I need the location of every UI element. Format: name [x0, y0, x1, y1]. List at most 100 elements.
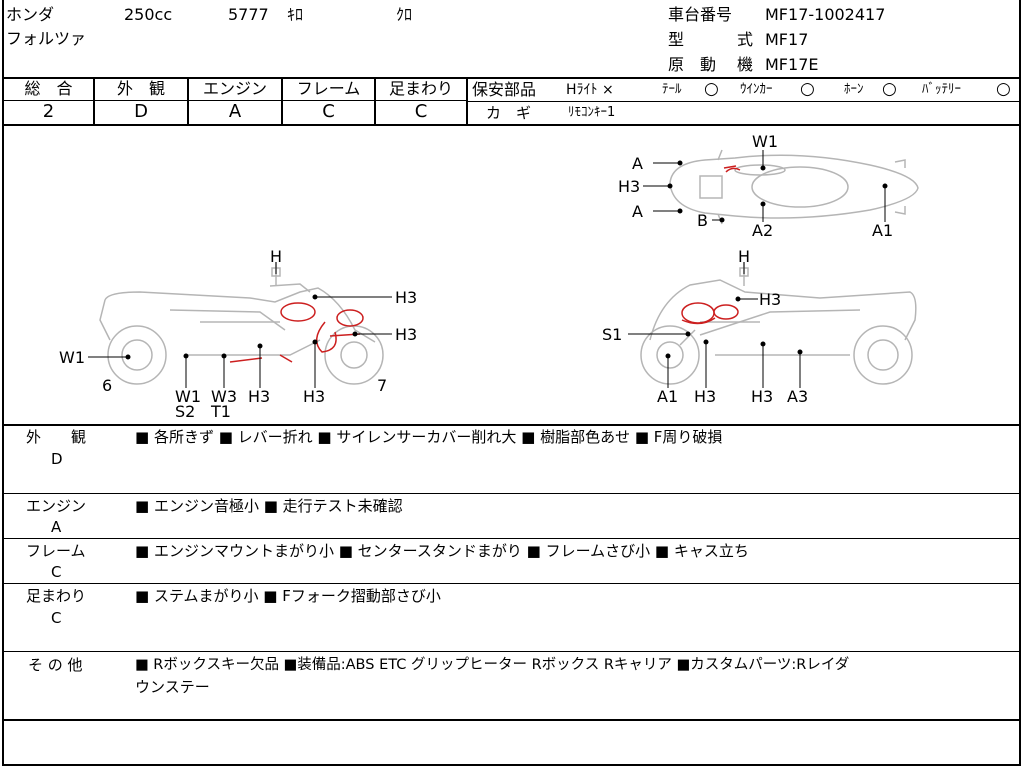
tail-ok-mark: ○ — [704, 79, 719, 99]
label-left-t1: T1 — [211, 402, 231, 421]
remark-other-text-2: ウンステー — [135, 678, 210, 696]
label-right-h3: H3 — [759, 290, 782, 309]
remarks-rule-1 — [2, 493, 1021, 494]
remarks-rule-3 — [2, 583, 1021, 584]
engine-grade: A — [228, 101, 242, 122]
exterior-label: 外 観 — [116, 79, 165, 98]
top-view-damage — [723, 165, 741, 173]
remark-exterior-grade: D — [51, 450, 63, 468]
left-view-damage — [229, 302, 364, 363]
remark-engine-text: ■ エンジン音極小 ■ 走行テスト未確認 — [135, 497, 403, 515]
label-top-h3: H3 — [618, 177, 641, 196]
remark-exterior-text: ■ 各所きず ■ レバー折れ ■ サイレンサーカバー削れ大 ■ 樹脂部色あせ ■… — [135, 428, 723, 446]
remark-engine-label: エンジン — [26, 497, 87, 515]
remark-exterior-label: 外 観 — [26, 428, 87, 446]
engine-value: MF17E — [765, 55, 819, 74]
grade-col-2 — [187, 77, 189, 125]
label-left-w1-b: W1 — [175, 387, 201, 406]
label-left-6: 6 — [102, 376, 113, 395]
overall-label: 総 合 — [24, 79, 73, 98]
frame-grade: C — [322, 101, 335, 122]
safety-horn: ﾎｰﾝ — [844, 82, 864, 97]
right-view-damage — [681, 302, 739, 325]
key-value: ﾘﾓｺﾝｷｰ1 — [568, 105, 616, 120]
remark-engine-grade: A — [51, 518, 62, 536]
battery-ok-mark: ○ — [996, 79, 1011, 99]
label-left-h3-b: H3 — [395, 325, 418, 344]
label-left-s2: S2 — [175, 402, 196, 421]
remark-suspension-label: 足まわり — [26, 587, 87, 605]
suspension-grade-label: 足まわり — [388, 79, 453, 98]
safety-battery: ﾊﾞｯﾃﾘｰ — [922, 82, 961, 97]
horn-ok-mark: ○ — [882, 79, 897, 99]
label-top-a2: A2 — [752, 221, 774, 240]
label-right-a1: A1 — [657, 387, 679, 406]
label-right-h: H — [738, 247, 751, 266]
remarks-top-rule — [2, 424, 1021, 426]
label-top-a-lower: A — [632, 202, 643, 221]
type-label-1: 型 — [668, 30, 685, 49]
winker-ok-mark: ○ — [800, 79, 815, 99]
grade-col-3 — [281, 77, 283, 125]
safety-label: 保安部品 — [472, 80, 537, 99]
leader-lines — [88, 150, 888, 388]
color: ｸﾛ — [396, 5, 413, 24]
engine-label-1: 原 — [668, 55, 685, 74]
mileage: 5777 — [228, 5, 269, 24]
remarks-rule-4 — [2, 651, 1021, 652]
engine-label-3: 機 — [737, 55, 754, 74]
maker: ホンダ — [6, 5, 55, 24]
grade-top-rule — [2, 77, 1021, 79]
safety-mid-rule — [468, 101, 1021, 102]
right-view-outline — [640, 262, 917, 385]
label-left-w1: W1 — [59, 348, 85, 367]
remark-frame-grade: C — [51, 563, 62, 581]
remark-suspension-text: ■ ステムまがり小 ■ Fフォーク摺動部さび小 — [135, 587, 441, 605]
model-name: フォルツァ — [6, 29, 87, 48]
label-right-a3: A3 — [787, 387, 809, 406]
grade-mid-rule — [2, 100, 468, 101]
remarks-bottom-rule — [2, 719, 1021, 721]
label-left-w3: W3 — [211, 387, 237, 406]
top-view-outline — [669, 149, 919, 225]
label-top-a-upper: A — [632, 154, 643, 173]
safety-tail: ﾃｰﾙ — [662, 82, 682, 97]
displacement: 250cc — [124, 5, 173, 24]
label-right-h3-c: H3 — [751, 387, 774, 406]
overall-grade: 2 — [42, 101, 55, 122]
suspension-grade: C — [414, 101, 428, 122]
type-value: MF17 — [765, 30, 809, 49]
label-left-h3-a: H3 — [395, 288, 418, 307]
grade-col-5 — [466, 77, 468, 125]
frame-no-label: 車台番号 — [668, 5, 733, 24]
label-right-s1: S1 — [602, 325, 623, 344]
mileage-unit: ｷﾛ — [287, 5, 304, 24]
type-label-2: 式 — [737, 30, 754, 49]
label-left-h3-c: H3 — [248, 387, 271, 406]
grade-bottom-rule — [2, 124, 1021, 126]
label-left-7: 7 — [377, 376, 388, 395]
remark-other-text-1: ■ Rボックスキー欠品 ■装備品:ABS ETC グリップヒーター Rボックス … — [135, 657, 850, 673]
remark-frame-text: ■ エンジンマウントまがり小 ■ センタースタンドまがり ■ フレームさび小 ■… — [135, 542, 749, 560]
remark-frame-label: フレーム — [26, 542, 86, 560]
engine-grade-label: エンジン — [202, 79, 267, 98]
remark-suspension-grade: C — [51, 609, 62, 627]
left-view-outline — [99, 262, 384, 385]
label-top-a1: A1 — [872, 221, 894, 240]
remarks-rule-2 — [2, 538, 1021, 539]
grade-col-4 — [374, 77, 376, 125]
label-top-b: B — [697, 211, 708, 230]
key-label: カ ギ — [486, 104, 532, 122]
safety-winker: ｳｲﾝｶｰ — [740, 82, 773, 97]
safety-headlight: Hﾗｲﾄ × — [566, 82, 614, 98]
exterior-grade: D — [134, 101, 148, 122]
grade-col-1 — [93, 77, 95, 125]
remark-other-label: そ の 他 — [28, 656, 83, 674]
label-left-h: H — [270, 247, 283, 266]
frame-grade-label: フレーム — [296, 79, 361, 98]
label-right-h3-b: H3 — [694, 387, 717, 406]
engine-label-2: 動 — [700, 55, 717, 74]
frame-no: MF17-1002417 — [765, 5, 886, 24]
label-top-w1: W1 — [752, 132, 778, 151]
